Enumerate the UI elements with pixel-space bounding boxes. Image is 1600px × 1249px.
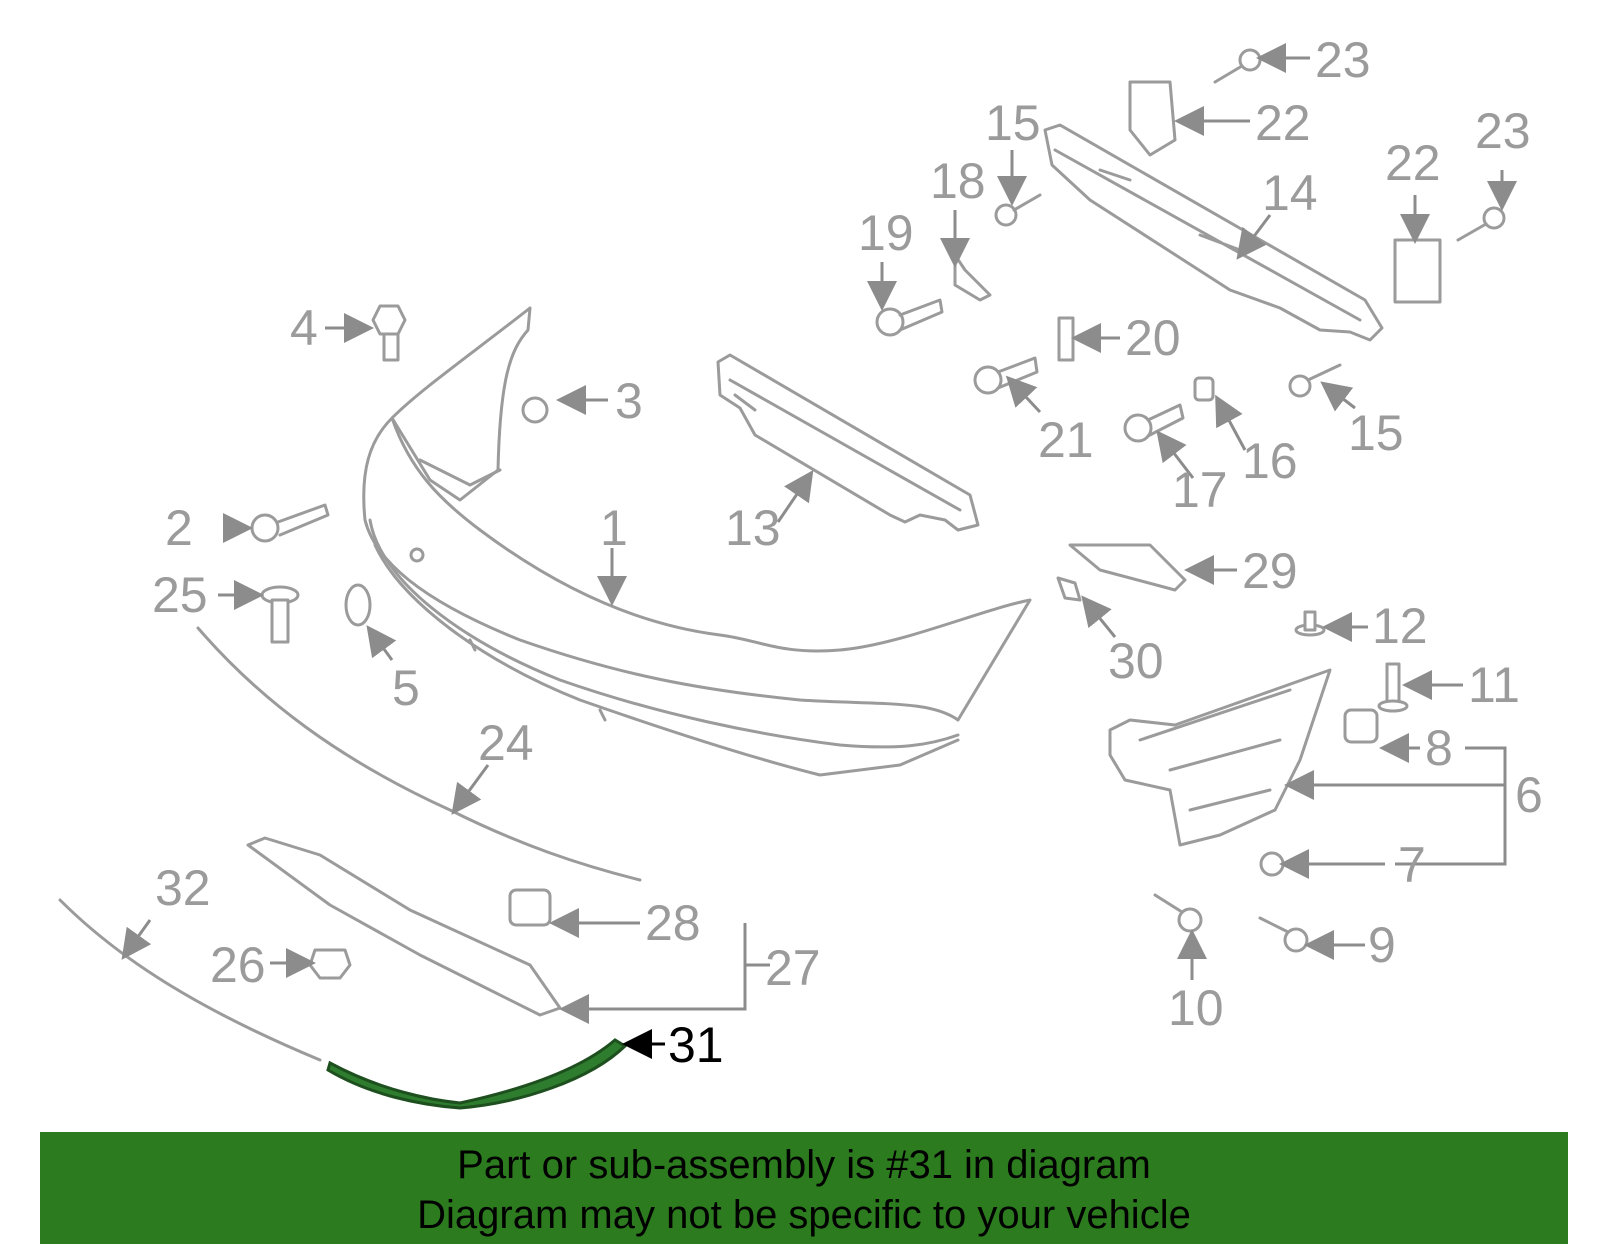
- callout-1: 1: [600, 500, 628, 556]
- energy-absorber-part: [716, 353, 980, 532]
- side-bracket-part: [1108, 668, 1332, 847]
- banner-line-1: Part or sub-assembly is #31 in diagram: [457, 1143, 1151, 1187]
- callout-12: 12: [1372, 598, 1428, 654]
- fasteners: [250, 48, 1506, 980]
- callout-2: 2: [165, 500, 193, 556]
- callout-30: 30: [1108, 633, 1164, 689]
- callout-7: 7: [1398, 837, 1426, 893]
- callout-23-right: 23: [1475, 103, 1531, 159]
- bumper-cover-part: [362, 306, 1032, 777]
- callout-3: 3: [615, 373, 643, 429]
- callout-17: 17: [1172, 462, 1228, 518]
- callout-31: 31: [668, 1017, 724, 1073]
- banner-line-2: Diagram may not be specific to your vehi…: [417, 1193, 1191, 1237]
- leader-lines: [121, 43, 1517, 1059]
- lower-trim-strips: [58, 626, 642, 1062]
- callout-8: 8: [1425, 720, 1453, 776]
- callout-18: 18: [930, 153, 986, 209]
- callout-22-right: 22: [1385, 135, 1441, 191]
- callout-29: 29: [1242, 543, 1298, 599]
- callout-19: 19: [858, 205, 914, 261]
- callout-27: 27: [765, 940, 821, 996]
- reinforcement-beam-part: [1043, 123, 1384, 342]
- callout-6: 6: [1515, 767, 1543, 823]
- callout-24: 24: [478, 715, 534, 771]
- callout-22-top: 22: [1255, 95, 1311, 151]
- molding-part-31: [326, 1038, 628, 1110]
- callout-14: 14: [1262, 165, 1318, 221]
- callout-20: 20: [1125, 310, 1181, 366]
- lower-grille-part: [246, 836, 562, 1017]
- callout-21: 21: [1038, 412, 1094, 468]
- callout-32: 32: [155, 860, 211, 916]
- callout-26: 26: [210, 937, 266, 993]
- callout-5: 5: [392, 660, 420, 716]
- callout-15-top: 15: [985, 95, 1041, 151]
- callout-25: 25: [152, 567, 208, 623]
- callout-labels: 1 2 3 4 5 6 7 8 9 10 11 12 13 14 15 15 1…: [152, 32, 1543, 1073]
- callout-9: 9: [1368, 917, 1396, 973]
- callout-28: 28: [645, 895, 701, 951]
- info-banner: Part or sub-assembly is #31 in diagram D…: [40, 1132, 1568, 1244]
- callout-11: 11: [1468, 657, 1520, 713]
- callout-23-top: 23: [1315, 32, 1371, 88]
- callout-15-lower: 15: [1348, 405, 1404, 461]
- callout-4: 4: [290, 300, 318, 356]
- callout-16: 16: [1242, 433, 1298, 489]
- callout-13: 13: [725, 500, 781, 556]
- callout-10: 10: [1168, 980, 1224, 1036]
